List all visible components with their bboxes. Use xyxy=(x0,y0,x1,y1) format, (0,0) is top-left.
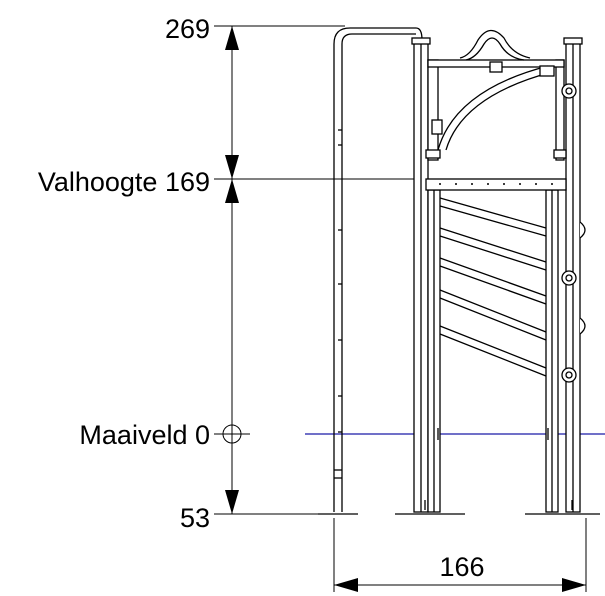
play-structure xyxy=(318,27,600,515)
ladder-rungs xyxy=(439,197,547,377)
dim-label-ground: Maaiveld 0 xyxy=(79,420,210,450)
climbing-grips xyxy=(561,83,586,383)
dim-label-top: 269 xyxy=(165,14,210,44)
vertical-dimension xyxy=(225,26,239,514)
upper-frame xyxy=(425,29,567,161)
horizontal-dimension xyxy=(334,578,586,592)
platform-deck xyxy=(425,178,567,191)
post-inner-left xyxy=(427,189,441,513)
dim-label-width: 166 xyxy=(439,552,484,582)
left-handrail xyxy=(333,27,423,512)
bolt-marks xyxy=(437,428,573,510)
handrail-ticks xyxy=(338,129,342,433)
extension-lines xyxy=(214,25,587,592)
post-front xyxy=(411,37,431,513)
ground-symbol xyxy=(214,424,250,444)
post-inner-right xyxy=(545,189,559,513)
dim-label-bottom: 53 xyxy=(180,503,210,533)
deck-dots xyxy=(439,183,553,185)
dim-label-fall-height: Valhoogte 169 xyxy=(38,167,210,197)
